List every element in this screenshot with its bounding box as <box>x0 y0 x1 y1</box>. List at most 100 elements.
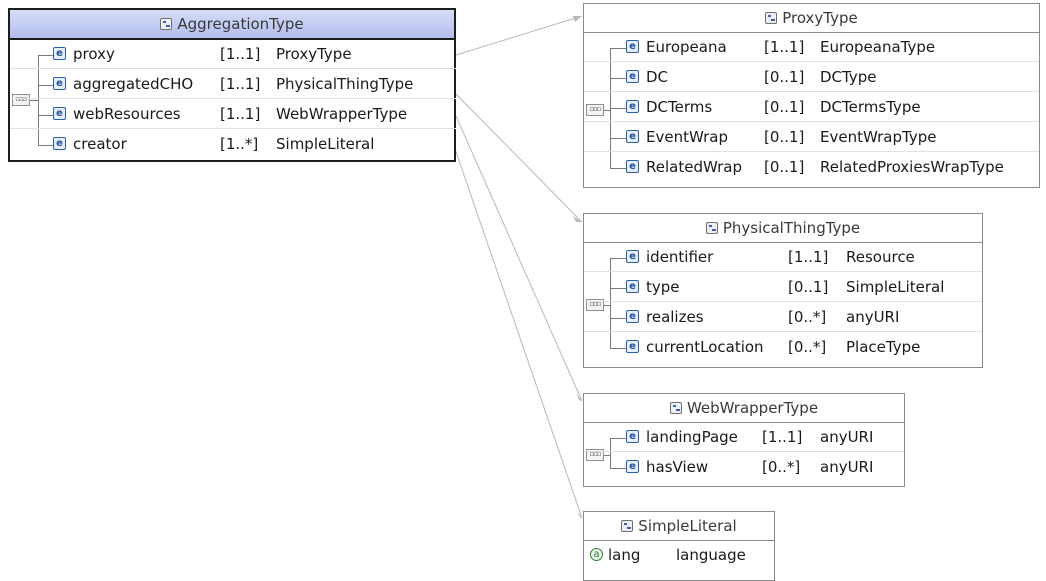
element-icon: e <box>53 47 66 60</box>
element-name: DC <box>646 68 669 86</box>
element-cardinality: [1..1] <box>220 45 261 63</box>
attribute-type: language <box>676 546 746 564</box>
complex-type-icon <box>765 12 778 24</box>
element-cardinality: [1..1] <box>788 248 829 266</box>
element-icon: e <box>626 280 639 293</box>
element-row-realizes[interactable]: e realizes [0..*] anyURI <box>584 303 982 332</box>
sequence-icon[interactable]: ▫▫▫ <box>586 104 604 116</box>
element-type: SimpleLiteral <box>276 135 375 153</box>
element-icon: e <box>53 137 66 150</box>
complex-type-icon <box>621 520 634 532</box>
element-cardinality: [1..*] <box>220 135 259 153</box>
element-cardinality: [0..1] <box>764 68 805 86</box>
aggregation-type-header[interactable]: AggregationType <box>10 10 454 40</box>
element-type: PhysicalThingType <box>276 75 414 93</box>
attribute-name: lang <box>608 546 641 564</box>
element-row-relatedwrap[interactable]: e RelatedWrap [0..1] RelatedProxiesWrapT… <box>584 153 1039 182</box>
proxy-type-box[interactable]: ProxyType ▫▫▫ e Europeana [1..1] Europea… <box>583 3 1040 188</box>
element-name: proxy <box>73 45 115 63</box>
element-row-creator[interactable]: e creator [1..*] SimpleLiteral <box>10 130 456 159</box>
web-wrapper-type-box[interactable]: WebWrapperType ▫▫▫ e landingPage [1..1] … <box>583 393 905 487</box>
element-type: WebWrapperType <box>276 105 408 123</box>
element-cardinality: [1..1] <box>764 38 805 56</box>
complex-type-icon <box>705 222 718 234</box>
element-name: landingPage <box>646 428 738 446</box>
element-row-landingpage[interactable]: e landingPage [1..1] anyURI <box>584 423 904 452</box>
element-row-type[interactable]: e type [0..1] SimpleLiteral <box>584 273 982 302</box>
element-icon: e <box>626 310 639 323</box>
element-icon: e <box>626 340 639 353</box>
element-cardinality: [1..1] <box>220 75 261 93</box>
element-row-eventwrap[interactable]: e EventWrap [0..1] EventWrapType <box>584 123 1039 152</box>
element-icon: e <box>53 107 66 120</box>
element-type: PlaceType <box>846 338 921 356</box>
element-type: ProxyType <box>276 45 352 63</box>
element-row-aggregatedcho[interactable]: e aggregatedCHO [1..1] PhysicalThingType <box>10 70 456 99</box>
element-icon: e <box>53 77 66 90</box>
web-wrapper-type-title: WebWrapperType <box>686 399 819 417</box>
arrowhead-physicalthingtype <box>573 216 582 222</box>
simple-literal-header[interactable]: SimpleLiteral <box>584 512 774 541</box>
physical-thing-type-box[interactable]: PhysicalThingType ▫▫▫ e identifier [1..1… <box>583 213 983 368</box>
sequence-icon[interactable]: ▫▫▫ <box>12 94 30 106</box>
connector-webresources <box>455 115 583 402</box>
element-row-dc[interactable]: e DC [0..1] DCType <box>584 63 1039 92</box>
element-name: type <box>646 278 680 296</box>
arrowhead-simpleliteral <box>576 510 582 518</box>
sequence-icon[interactable]: ▫▫▫ <box>586 449 604 461</box>
complex-type-icon <box>160 18 173 30</box>
element-name: EventWrap <box>646 128 729 146</box>
element-cardinality: [0..1] <box>764 128 805 146</box>
element-cardinality: [0..*] <box>762 458 801 476</box>
attribute-row-lang[interactable]: a lang language <box>584 541 774 570</box>
web-wrapper-type-header[interactable]: WebWrapperType <box>584 394 904 423</box>
element-cardinality: [0..1] <box>764 98 805 116</box>
proxy-type-header[interactable]: ProxyType <box>584 4 1039 33</box>
complex-type-icon <box>669 402 682 414</box>
element-cardinality: [0..1] <box>764 158 805 176</box>
physical-thing-type-header[interactable]: PhysicalThingType <box>584 214 982 243</box>
element-row-webresources[interactable]: e webResources [1..1] WebWrapperType <box>10 100 456 129</box>
element-type: EuropeanaType <box>820 38 936 56</box>
connector-proxy <box>455 15 583 56</box>
element-type: Resource <box>846 248 915 266</box>
sequence-icon[interactable]: ▫▫▫ <box>586 299 604 311</box>
element-type: RelatedProxiesWrapType <box>820 158 1004 176</box>
element-name: creator <box>73 135 127 153</box>
element-icon: e <box>626 100 639 113</box>
arrowhead-webwrappertype <box>576 393 582 401</box>
element-icon: e <box>626 130 639 143</box>
element-type: anyURI <box>820 458 874 476</box>
aggregation-type-title: AggregationType <box>177 15 304 33</box>
element-name: RelatedWrap <box>646 158 743 176</box>
element-row-identifier[interactable]: e identifier [1..1] Resource <box>584 243 982 272</box>
aggregation-type-box[interactable]: AggregationType ▫▫▫ e proxy [1..1] Proxy… <box>8 8 456 162</box>
element-row-proxy[interactable]: e proxy [1..1] ProxyType <box>10 40 456 69</box>
element-row-hasview[interactable]: e hasView [0..*] anyURI <box>584 453 904 482</box>
element-cardinality: [1..1] <box>762 428 803 446</box>
element-type: EventWrapType <box>820 128 937 146</box>
element-name: webResources <box>73 105 181 123</box>
connector-aggregatedcho <box>446 84 583 223</box>
proxy-type-title: ProxyType <box>782 9 858 27</box>
element-icon: e <box>626 430 639 443</box>
element-type: anyURI <box>820 428 874 446</box>
element-name: realizes <box>646 308 704 326</box>
element-row-currentlocation[interactable]: e currentLocation [0..*] PlaceType <box>584 333 982 362</box>
element-type: DCType <box>820 68 877 86</box>
element-name: identifier <box>646 248 714 266</box>
element-name: hasView <box>646 458 709 476</box>
arrowhead-proxytype <box>573 16 582 22</box>
simple-literal-box[interactable]: SimpleLiteral a lang language <box>583 511 775 581</box>
element-icon: e <box>626 250 639 263</box>
element-cardinality: [1..1] <box>220 105 261 123</box>
attribute-icon: a <box>590 548 603 561</box>
element-type: SimpleLiteral <box>846 278 945 296</box>
element-row-europeana[interactable]: e Europeana [1..1] EuropeanaType <box>584 33 1039 62</box>
element-icon: e <box>626 70 639 83</box>
element-row-dcterms[interactable]: e DCTerms [0..1] DCTermsType <box>584 93 1039 122</box>
element-type: anyURI <box>846 308 900 326</box>
element-name: DCTerms <box>646 98 713 116</box>
element-name: Europeana <box>646 38 727 56</box>
